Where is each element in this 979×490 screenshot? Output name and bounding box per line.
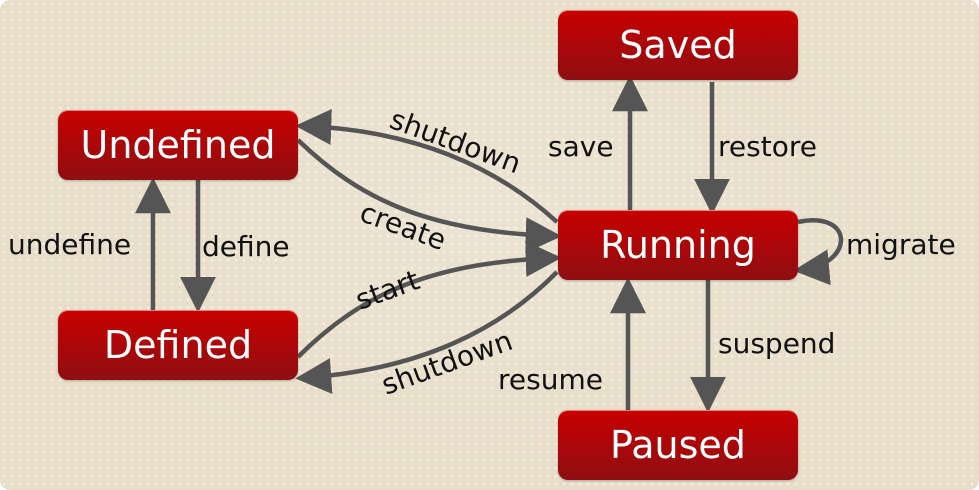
create-label: create [356,196,451,257]
shutdown-undefined-edge [295,109,559,224]
save-label: save [548,130,614,163]
create-edge [296,138,562,254]
resume-label: resume [498,363,603,396]
shutdown-defined-edge [295,270,559,394]
start-edge [296,240,562,359]
restore-label: restore [718,130,817,163]
shutdown-defined-label: shutdown [377,324,517,402]
migrate-label: migrate [846,228,956,261]
define-label: define [202,230,290,263]
state-undefined: Undefined [58,110,298,180]
state-saved: Saved [558,10,798,80]
state-defined: Defined [58,310,298,380]
migrate-edge [793,218,844,286]
state-paused: Paused [558,410,798,480]
suspend-label: suspend [718,327,835,360]
state-running: Running [558,210,798,280]
undefine-label: undefine [8,228,131,261]
start-label: start [351,263,424,316]
